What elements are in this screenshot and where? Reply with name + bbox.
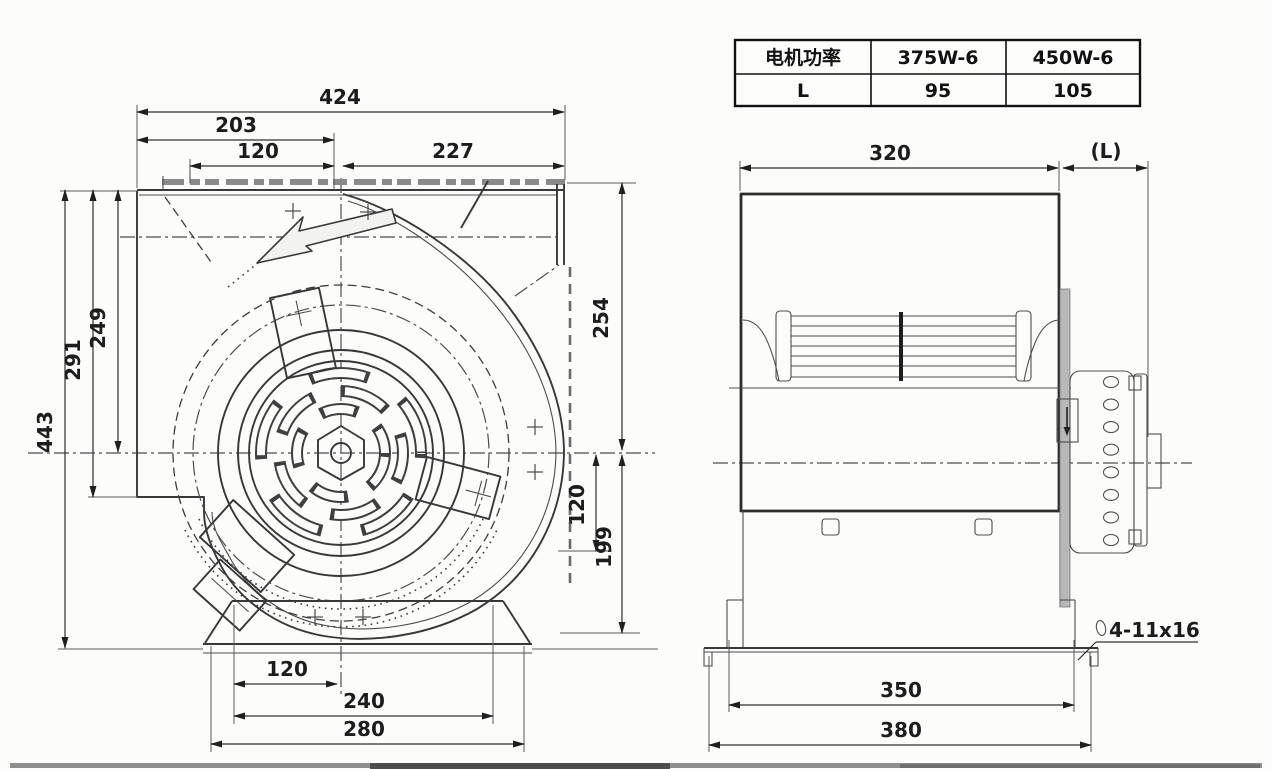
scan-artifact-band <box>10 763 1262 769</box>
rotation-arrow-icon <box>227 208 397 288</box>
dim-249-label: 249 <box>86 307 110 349</box>
impeller-side <box>742 310 1061 382</box>
dim-203-label: 203 <box>215 113 257 137</box>
table-cell-105: 105 <box>1053 80 1093 102</box>
dim-L-label: (L) <box>1090 139 1121 163</box>
mounting-tab-lower-left <box>192 499 296 632</box>
outlet-flange <box>137 170 565 263</box>
dim-443-label: 443 <box>33 411 57 453</box>
dim-254-label: 254 <box>589 297 613 339</box>
dim-320-label: 320 <box>869 141 911 165</box>
dim-199-label: 199 <box>592 526 616 568</box>
front-base <box>58 600 658 654</box>
table-cell-L: L <box>797 80 809 102</box>
inlet-and-impeller <box>172 284 510 628</box>
table-header-375w: 375W-6 <box>898 47 979 69</box>
dim-227-label: 227 <box>432 139 474 163</box>
table-header-450w: 450W-6 <box>1033 47 1114 69</box>
hole-note-label: 4-11x16 <box>1109 618 1200 642</box>
dim-240-label: 240 <box>343 689 385 713</box>
side-dimensions: 320 (L) 350 380 <box>708 139 1149 752</box>
dim-350-label: 350 <box>880 678 922 702</box>
datum-cross-marks <box>285 203 543 625</box>
dim-120-right-label: 120 <box>565 484 589 526</box>
side-housing <box>729 192 1071 648</box>
dim-380-label: 380 <box>880 718 922 742</box>
slot-hole-note: 4-11x16 <box>1077 618 1200 661</box>
center-lines <box>28 178 655 697</box>
motor-vent-holes <box>1102 375 1120 547</box>
dim-424-label: 424 <box>319 85 361 109</box>
side-view: 4-11x16 320 (L) 350 380 <box>703 139 1200 752</box>
front-dimensions: 424 203 120 227 443 291 249 254 120 199 … <box>33 85 640 752</box>
mounting-tab-right <box>414 455 502 521</box>
dim-120-top-label: 120 <box>237 139 279 163</box>
side-base <box>703 599 1099 667</box>
dim-120-base-label: 120 <box>266 657 308 681</box>
spec-table: 电机功率 375W-6 450W-6 L 95 105 <box>733 38 1142 108</box>
mounting-tab-top <box>269 286 337 380</box>
inlet-grille <box>255 367 427 539</box>
dim-291-label: 291 <box>61 339 85 381</box>
front-view: 424 203 120 227 443 291 249 254 120 199 … <box>28 85 658 752</box>
terminal-box <box>1056 398 1079 443</box>
scroll-housing <box>136 180 572 640</box>
table-cell-95: 95 <box>925 80 951 102</box>
dim-280-label: 280 <box>343 717 385 741</box>
table-header-motor-power: 电机功率 <box>765 46 841 69</box>
motor <box>1056 288 1162 608</box>
